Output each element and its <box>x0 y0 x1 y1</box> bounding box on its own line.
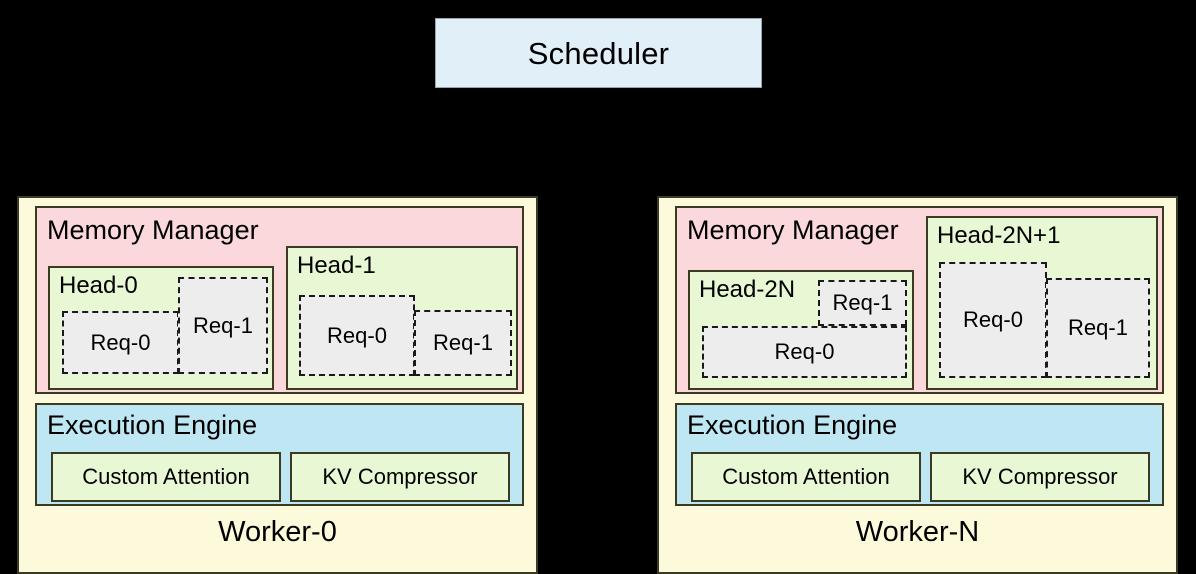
worker-n-kv-compressor-module: KV Compressor <box>930 452 1150 502</box>
module-label: Custom Attention <box>82 464 250 489</box>
worker-n-execution-engine: Execution Engine Custom Attention KV Com… <box>675 403 1164 506</box>
worker-0-head-1: Head-1 Req-0 Req-1 <box>286 246 518 390</box>
head-title: Head-2N <box>699 276 796 303</box>
module-label: Custom Attention <box>722 464 890 489</box>
worker-0-memory-manager: Memory Manager Head-0 Req-0 Req-1 Head-1… <box>35 206 524 394</box>
worker-n-head-2n-plus-1-request-1: Req-1 <box>1046 278 1150 378</box>
module-label: KV Compressor <box>962 464 1118 489</box>
request-label: Req-1 <box>193 312 253 338</box>
memory-manager-title: Memory Manager <box>687 215 899 245</box>
worker-0-head-0-request-1: Req-1 <box>178 277 268 374</box>
worker-0-head-0-request-0: Req-0 <box>62 311 179 374</box>
head-title: Head-2N+1 <box>937 222 1061 249</box>
scheduler-box: Scheduler <box>435 18 762 88</box>
worker-n-head-2n-plus-1-request-0: Req-0 <box>939 262 1047 378</box>
memory-manager-title: Memory Manager <box>47 215 259 245</box>
worker-n-head-2n-request-0: Req-0 <box>702 326 907 378</box>
worker-n-memory-manager: Memory Manager Head-2N Req-1 Req-0 Head-… <box>675 206 1164 394</box>
request-label: Req-1 <box>1068 315 1128 340</box>
worker-n-container: Memory Manager Head-2N Req-1 Req-0 Head-… <box>657 196 1178 574</box>
worker-n-head-2n: Head-2N Req-1 Req-0 <box>688 270 914 390</box>
request-label: Req-0 <box>90 329 151 355</box>
request-label: Req-0 <box>963 307 1023 332</box>
worker-0-kv-compressor-module: KV Compressor <box>290 452 510 502</box>
execution-engine-title: Execution Engine <box>47 410 258 440</box>
worker-n-head-2n-request-1: Req-1 <box>818 280 907 326</box>
head-title: Head-1 <box>297 252 376 279</box>
worker-0-custom-attention-module: Custom Attention <box>51 452 281 502</box>
request-label: Req-1 <box>433 330 493 355</box>
head-title: Head-0 <box>59 272 138 299</box>
worker-n-custom-attention-module: Custom Attention <box>691 452 921 502</box>
scheduler-label: Scheduler <box>527 35 670 71</box>
request-label: Req-0 <box>327 322 387 348</box>
module-label: KV Compressor <box>322 464 478 489</box>
worker-0-head-1-request-0: Req-0 <box>299 295 415 376</box>
worker-0-head-1-request-1: Req-1 <box>414 310 512 376</box>
request-label: Req-0 <box>774 339 835 364</box>
execution-engine-title: Execution Engine <box>687 410 898 440</box>
worker-0-container: Memory Manager Head-0 Req-0 Req-1 Head-1… <box>17 196 538 574</box>
worker-n-head-2n-plus-1: Head-2N+1 Req-0 Req-1 <box>926 216 1158 390</box>
worker-0-execution-engine: Execution Engine Custom Attention KV Com… <box>35 403 524 506</box>
worker-0-label: Worker-0 <box>218 516 337 548</box>
worker-n-label: Worker-N <box>855 516 980 548</box>
worker-0-head-0: Head-0 Req-0 Req-1 <box>48 266 274 390</box>
request-label: Req-1 <box>832 290 893 315</box>
